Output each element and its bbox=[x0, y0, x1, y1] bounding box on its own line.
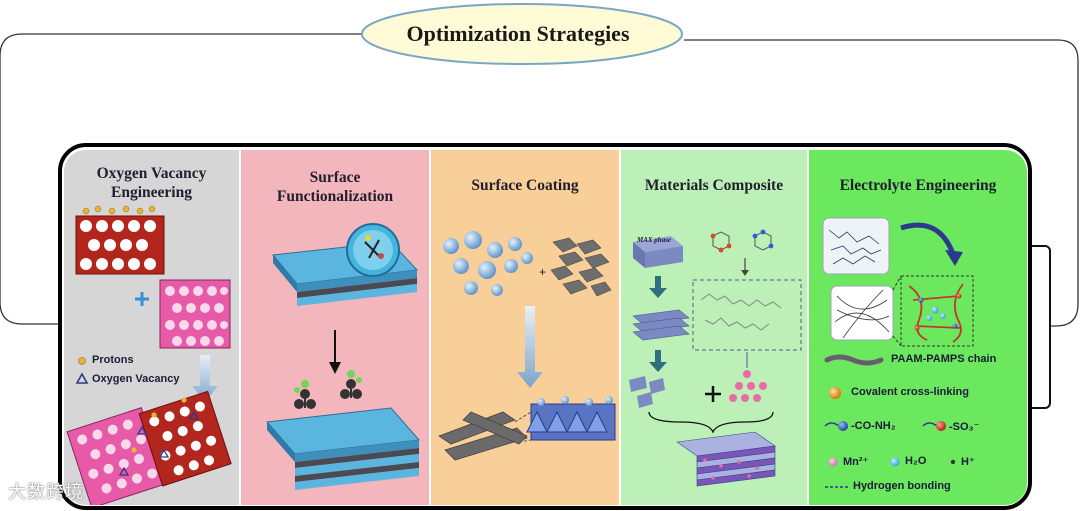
legend-mn: Mn²⁺ bbox=[843, 456, 869, 468]
legend-protons: Protons bbox=[92, 354, 134, 366]
panel-surface-functionalization: Surface Functionalization bbox=[241, 150, 429, 505]
oxygen-vacancy-illustration bbox=[66, 205, 232, 505]
diagram-title: Optimization Strategies bbox=[406, 21, 630, 46]
panel-oxygen-vacancy: Oxygen Vacancy Engineering bbox=[64, 150, 239, 505]
legend-chain: PAAM-PAMPS chain bbox=[891, 353, 997, 365]
legend-h: H⁺ bbox=[961, 456, 975, 468]
legend-conh2: -CO-NH₂ bbox=[851, 420, 896, 432]
svg-text:+: + bbox=[539, 265, 546, 279]
panel-electrolyte-engineering: Electrolyte Engineering bbox=[809, 150, 1027, 505]
legend-h2o: H₂O bbox=[905, 455, 927, 467]
max-phase-label: MAX phase bbox=[637, 236, 672, 244]
surface-coating-illustration: + bbox=[438, 231, 616, 461]
panel-title-electrolyte-engineering: Electrolyte Engineering bbox=[839, 177, 997, 194]
legend-oxygen-vacancy: Oxygen Vacancy bbox=[92, 373, 180, 385]
panel-title-surface-functionalization: Surface Functionalization bbox=[276, 169, 394, 205]
materials-composite-illustration bbox=[629, 229, 802, 487]
watermark: 大数跨境 bbox=[8, 482, 84, 503]
legend-hbond: Hydrogen bonding bbox=[853, 480, 951, 492]
panel-title-surface-coating: Surface Coating bbox=[471, 177, 579, 194]
legend-crosslink: Covalent cross-linking bbox=[851, 386, 969, 398]
panel-materials-composite: Materials Composite bbox=[621, 150, 807, 505]
panel-surface-coating: Surface Coating + bbox=[431, 150, 619, 505]
legend-so3: -SO₃⁻ bbox=[949, 421, 980, 433]
surface-functionalization-illustration bbox=[265, 223, 421, 490]
panel-title-materials-composite: Materials Composite bbox=[644, 177, 784, 194]
electrolyte-illustration bbox=[822, 217, 974, 488]
panel-title-oxygen-vacancy: Oxygen Vacancy Engineering bbox=[96, 165, 207, 201]
